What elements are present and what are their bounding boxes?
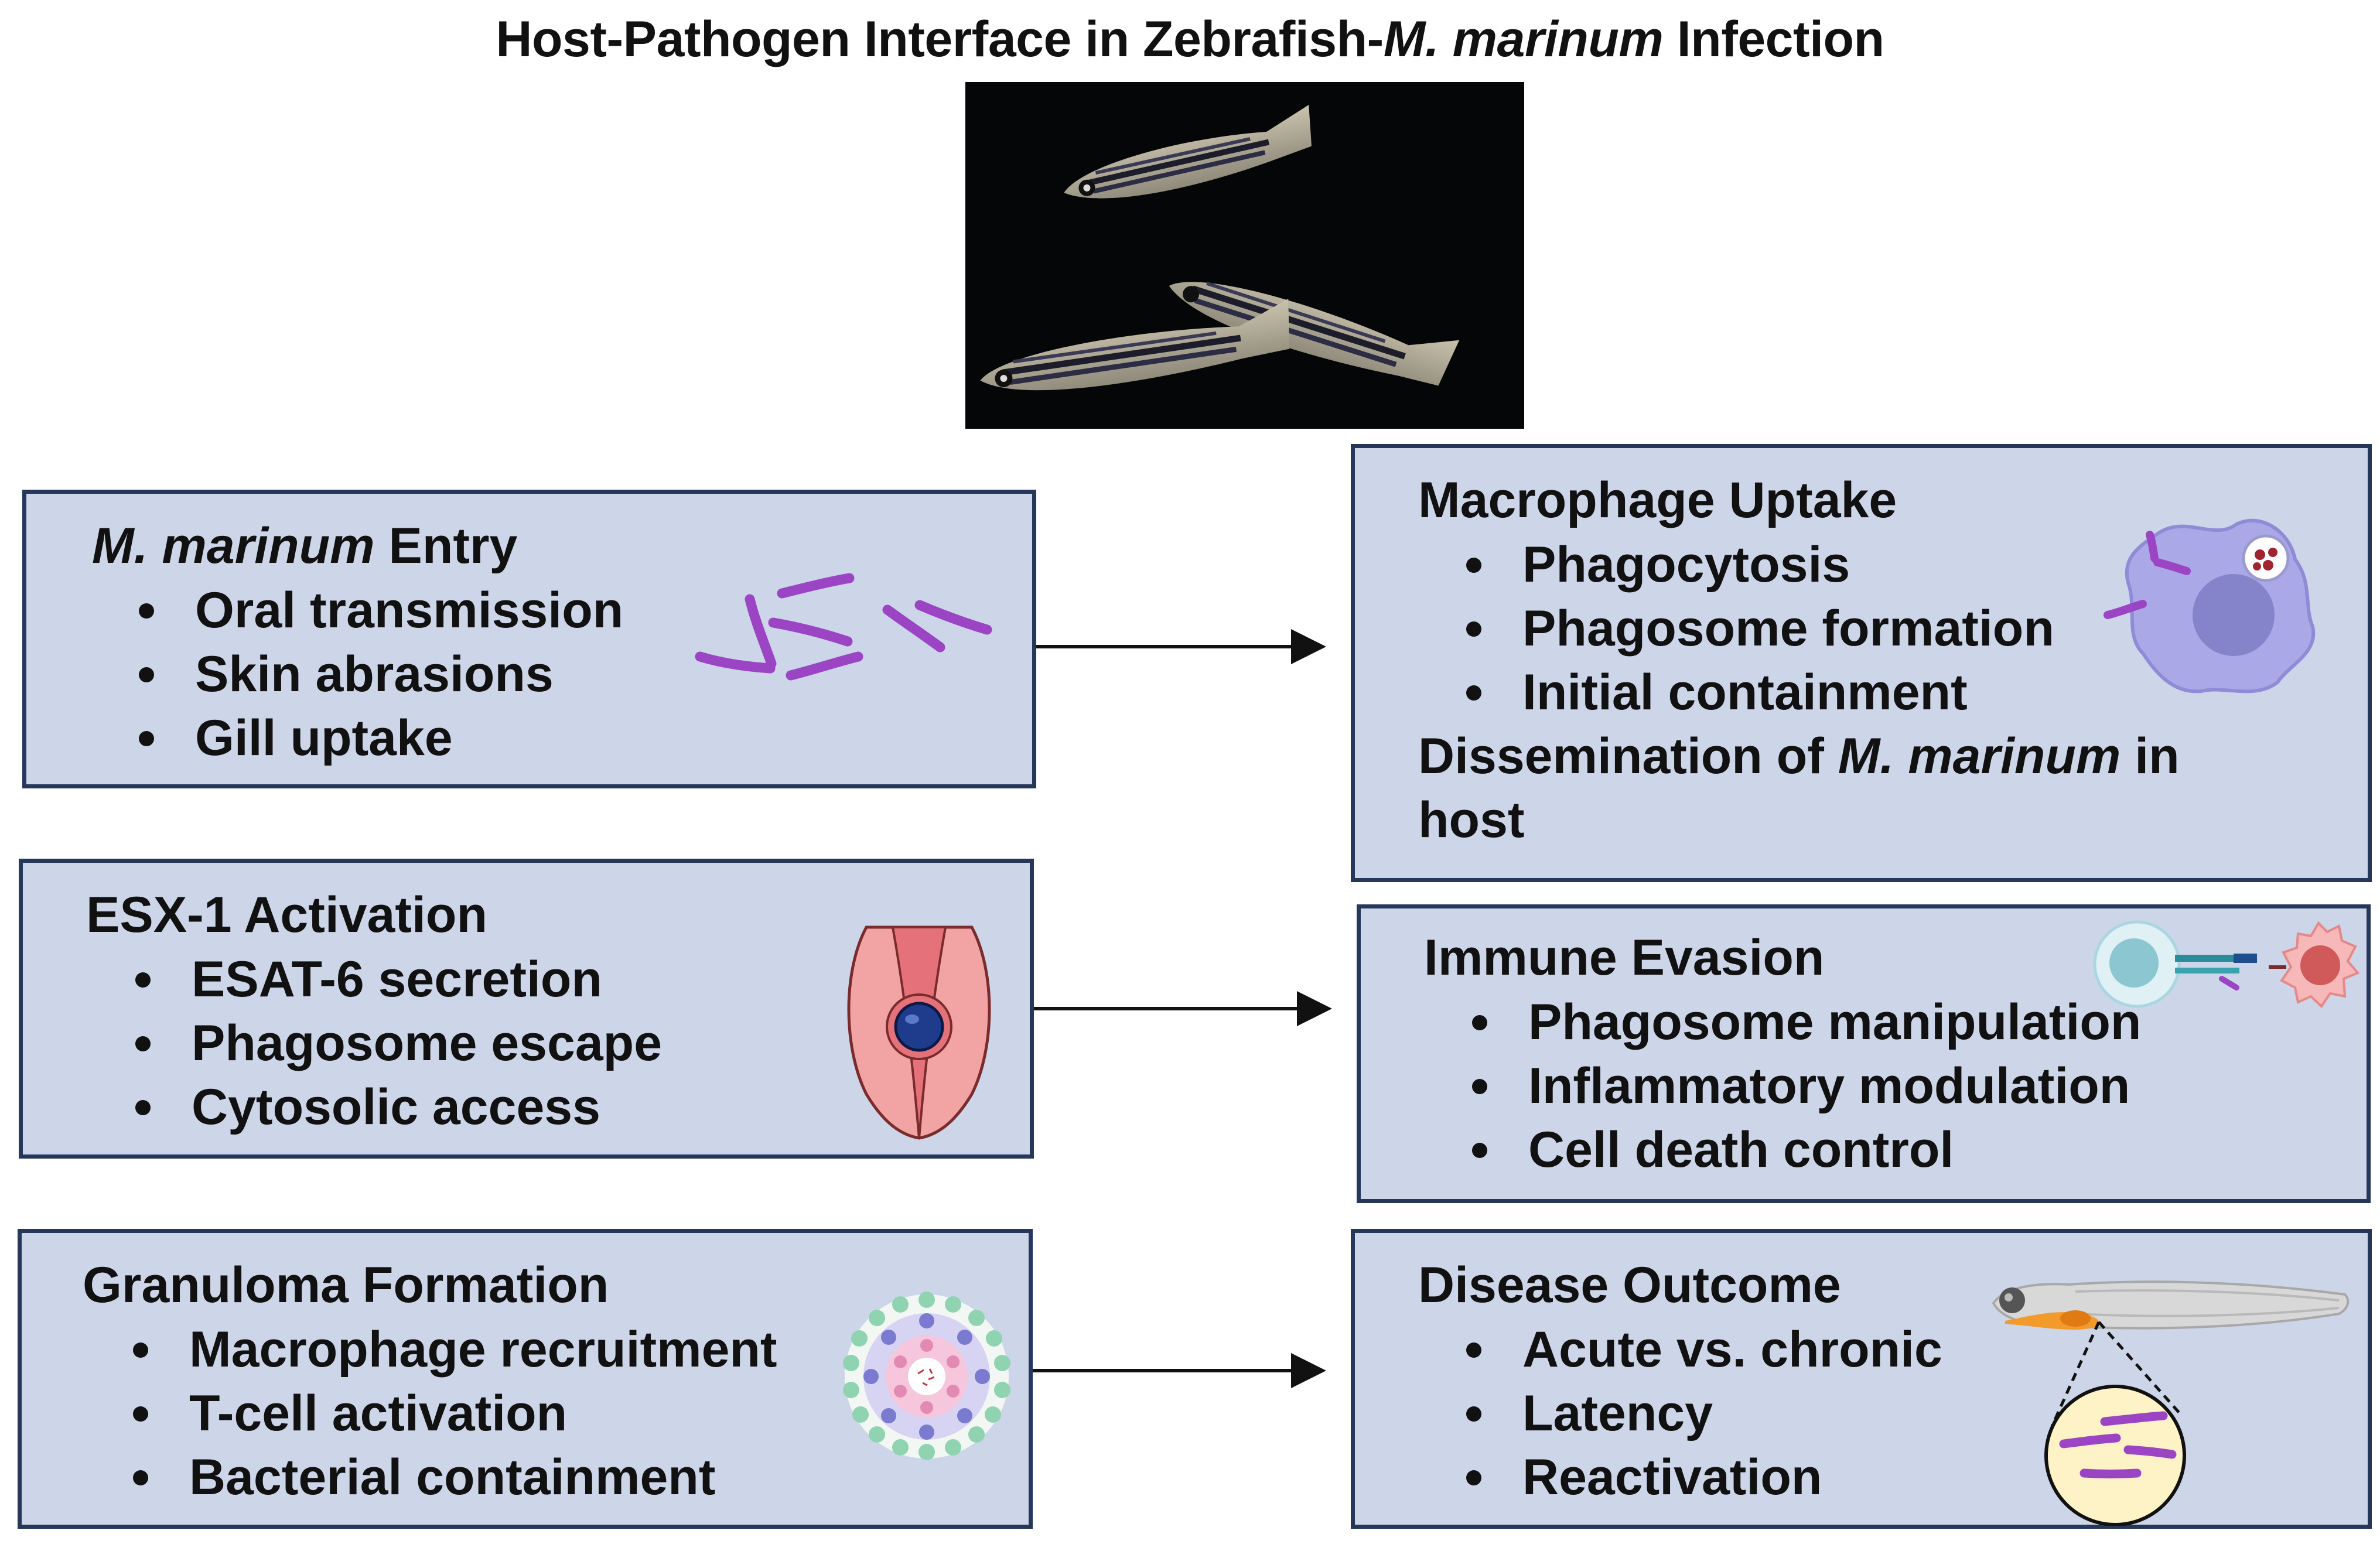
- list-item: Phagosome manipulation: [1472, 990, 2141, 1054]
- list-item: Latency: [1466, 1382, 1942, 1446]
- phagosome-cell-icon: [847, 925, 991, 1140]
- outcome-list: Acute vs. chronic Latency Reactivation: [1466, 1318, 1942, 1509]
- list-item: T-cell activation: [133, 1382, 777, 1446]
- esx-box: ESX-1 Activation ESAT-6 secretion Phagos…: [19, 859, 1034, 1159]
- list-item: Cell death control: [1472, 1118, 2141, 1182]
- bacteria-icon: [695, 573, 992, 681]
- list-item: Phagosome formation: [1466, 597, 2054, 661]
- outcome-box: Disease Outcome Acute vs. chronic Latenc…: [1351, 1229, 2372, 1529]
- evasion-box: Immune Evasion Phagosome manipulation In…: [1357, 904, 2371, 1203]
- list-item: Gill uptake: [139, 706, 623, 770]
- uptake-box: Macrophage Uptake Phagocytosis Phagosome…: [1351, 444, 2372, 882]
- uptake-heading: Macrophage Uptake: [1418, 472, 1897, 528]
- granuloma-heading: Granuloma Formation: [83, 1257, 609, 1313]
- esx-list: ESAT-6 secretion Phagosome escape Cytoso…: [135, 948, 662, 1139]
- entry-list: Oral transmission Skin abrasions Gill up…: [139, 579, 623, 770]
- list-item: Cytosolic access: [135, 1075, 662, 1139]
- list-item: ESAT-6 secretion: [135, 948, 662, 1012]
- zebrafish-photo: [965, 82, 1524, 429]
- entry-heading: M. marinum Entry: [92, 518, 518, 574]
- diagram-title: Host-Pathogen Interface in Zebrafish-M. …: [496, 11, 1884, 67]
- granuloma-list: Macrophage recruitment T-cell activation…: [133, 1318, 777, 1509]
- granuloma-box: Granuloma Formation Macrophage recruitme…: [18, 1229, 1033, 1529]
- zebrafish-larva-icon: [1992, 1280, 2350, 1526]
- esx-heading: ESX-1 Activation: [86, 887, 487, 943]
- list-item: Bacterial containment: [133, 1446, 777, 1509]
- list-item: Initial containment: [1466, 661, 2054, 725]
- evasion-heading: Immune Evasion: [1424, 930, 1825, 986]
- immune-synapse-icon: [2093, 920, 2360, 1009]
- list-item: Oral transmission: [139, 579, 623, 643]
- list-item: Acute vs. chronic: [1466, 1318, 1942, 1382]
- list-item: Skin abrasions: [139, 643, 623, 706]
- title-italic: M. marinum: [1383, 11, 1664, 67]
- granuloma-icon: [843, 1292, 1010, 1460]
- list-item: Macrophage recruitment: [133, 1318, 777, 1382]
- list-item: Phagocytosis: [1466, 533, 2054, 597]
- uptake-list: Phagocytosis Phagosome formation Initial…: [1466, 533, 2054, 725]
- evasion-list: Phagosome manipulation Inflammatory modu…: [1472, 990, 2141, 1182]
- list-item: Phagosome escape: [135, 1012, 662, 1075]
- list-item: Reactivation: [1466, 1446, 1942, 1509]
- macrophage-icon: [2104, 518, 2316, 694]
- uptake-note: Dissemination of M. marinum in host: [1418, 728, 2180, 848]
- outcome-heading: Disease Outcome: [1418, 1257, 1841, 1313]
- entry-box: M. marinum Entry Oral transmission Skin …: [22, 490, 1036, 788]
- list-item: Inflammatory modulation: [1472, 1054, 2141, 1118]
